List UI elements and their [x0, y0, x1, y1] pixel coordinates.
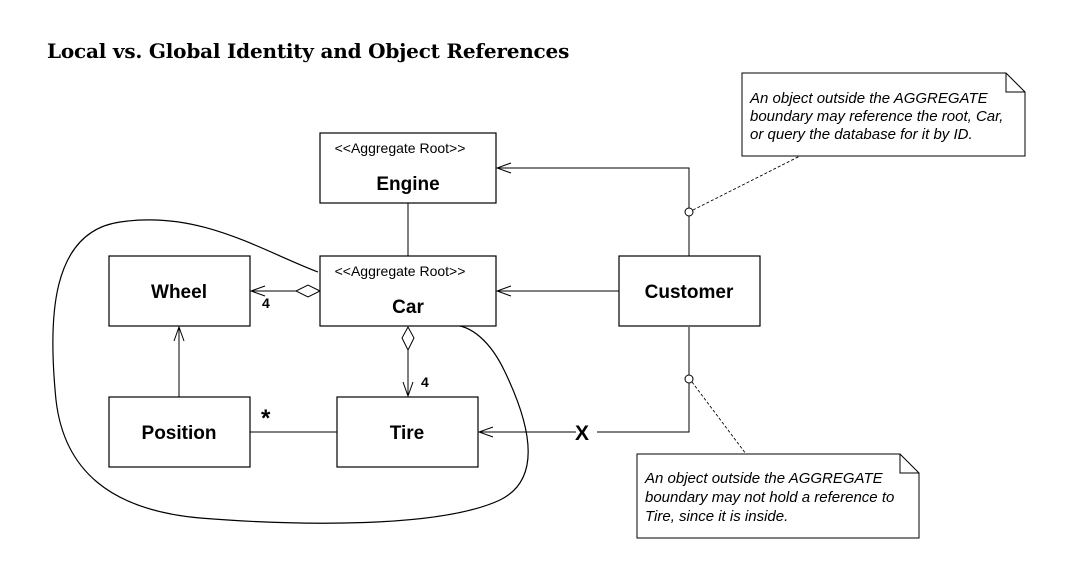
- top-note-connector: [692, 155, 801, 211]
- car-tire-aggregation-diamond: [401, 325, 415, 352]
- class-customer: Customer: [618, 255, 761, 327]
- diagram-title: Local vs. Global Identity and Object Ref…: [47, 39, 570, 63]
- car-wheel-aggregation-diamond: [294, 284, 322, 298]
- note-bottom: An object outside the AGGREGATE boundary…: [636, 453, 920, 539]
- engine-name: Engine: [376, 174, 439, 195]
- tire-name: Tire: [390, 423, 425, 444]
- note-top-line-2: boundary may reference the root, Car,: [750, 108, 1003, 125]
- class-wheel: Wheel: [108, 255, 251, 327]
- customer-name: Customer: [645, 282, 734, 303]
- note-top-line-3: or query the database for it by ID.: [750, 126, 973, 143]
- class-tire: Tire: [336, 396, 479, 468]
- class-engine: <<Aggregate Root>> Engine: [319, 132, 497, 204]
- car-stereotype: <<Aggregate Root>>: [335, 263, 466, 279]
- aggregate-boundary: [52, 219, 529, 524]
- customer-tire-association: [597, 327, 690, 433]
- bottom-note-connector: [691, 381, 747, 455]
- position-name: Position: [142, 423, 217, 444]
- customer-engine-association: [497, 168, 690, 256]
- top-note-anchor: [684, 207, 694, 217]
- car-wheel-multiplicity: 4: [262, 295, 270, 311]
- class-position: Position: [108, 396, 251, 468]
- note-bottom-line-1: An object outside the AGGREGATE: [644, 470, 884, 487]
- forbidden-reference-mark: X: [575, 422, 589, 445]
- note-bottom-line-2: boundary may not hold a reference to: [645, 489, 894, 506]
- class-car: <<Aggregate Root>> Car: [319, 255, 497, 327]
- car-tire-multiplicity: 4: [421, 374, 429, 390]
- engine-stereotype: <<Aggregate Root>>: [335, 140, 466, 156]
- note-top: An object outside the AGGREGATE boundary…: [741, 72, 1026, 157]
- position-tire-multiplicity: *: [261, 405, 271, 432]
- bottom-note-anchor: [684, 374, 694, 384]
- note-top-line-1: An object outside the AGGREGATE: [749, 90, 989, 107]
- car-name: Car: [392, 297, 424, 318]
- wheel-name: Wheel: [151, 282, 207, 303]
- note-bottom-line-3: Tire, since it is inside.: [645, 508, 788, 525]
